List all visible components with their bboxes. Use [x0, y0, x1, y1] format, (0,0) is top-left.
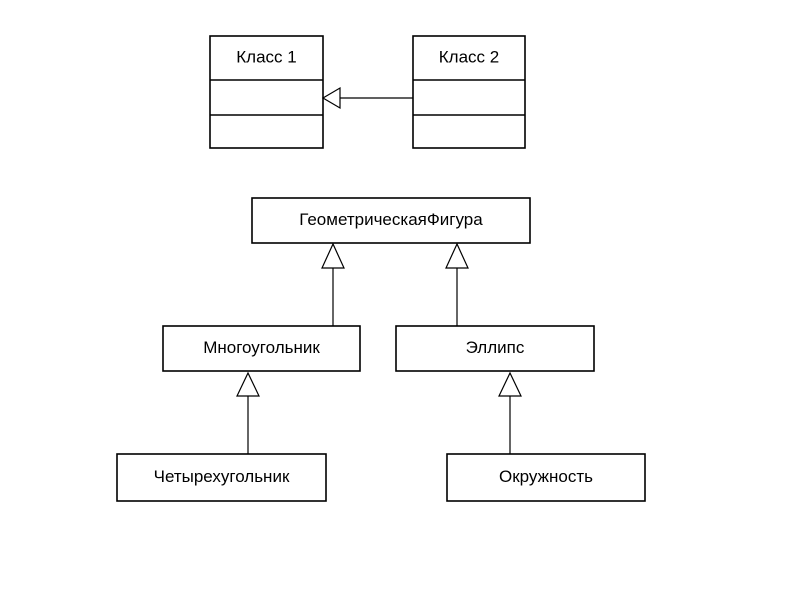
root-class-name: ГеометрическаяФигура — [299, 210, 483, 229]
inheritance-arrow-class2-to-class1 — [321, 86, 413, 110]
ellipse-class-name: Эллипс — [466, 338, 525, 357]
inheritance-triangle-icon — [445, 242, 469, 269]
inheritance-arrow-ellipse-to-root — [445, 242, 469, 326]
class-box-ellipse — [395, 325, 595, 372]
inheritance-triangle-icon — [321, 242, 345, 269]
inheritance-arrow-circle-to-ellipse — [498, 371, 522, 454]
inheritance-arrow-quadrilateral-to-polygon — [236, 371, 260, 454]
class-box-polygon — [162, 325, 361, 372]
circle-class-name: Окружность — [499, 467, 593, 486]
inheritance-triangle-icon — [236, 371, 260, 397]
inheritance-triangle-icon — [498, 371, 522, 397]
class-box-circle — [446, 453, 646, 502]
class-box-quadrilateral — [116, 453, 327, 502]
quadrilateral-class-name: Четырехугольник — [154, 467, 290, 486]
inheritance-triangle-icon — [321, 86, 341, 110]
class-box-class1 — [209, 35, 324, 149]
class-box-class2 — [412, 35, 526, 149]
class1-name: Класс 1 — [236, 47, 296, 66]
inheritance-arrow-polygon-to-root — [321, 242, 345, 326]
polygon-class-name: Многоугольник — [203, 338, 320, 357]
class-box-root — [251, 197, 531, 244]
class2-name: Класс 2 — [439, 47, 499, 66]
